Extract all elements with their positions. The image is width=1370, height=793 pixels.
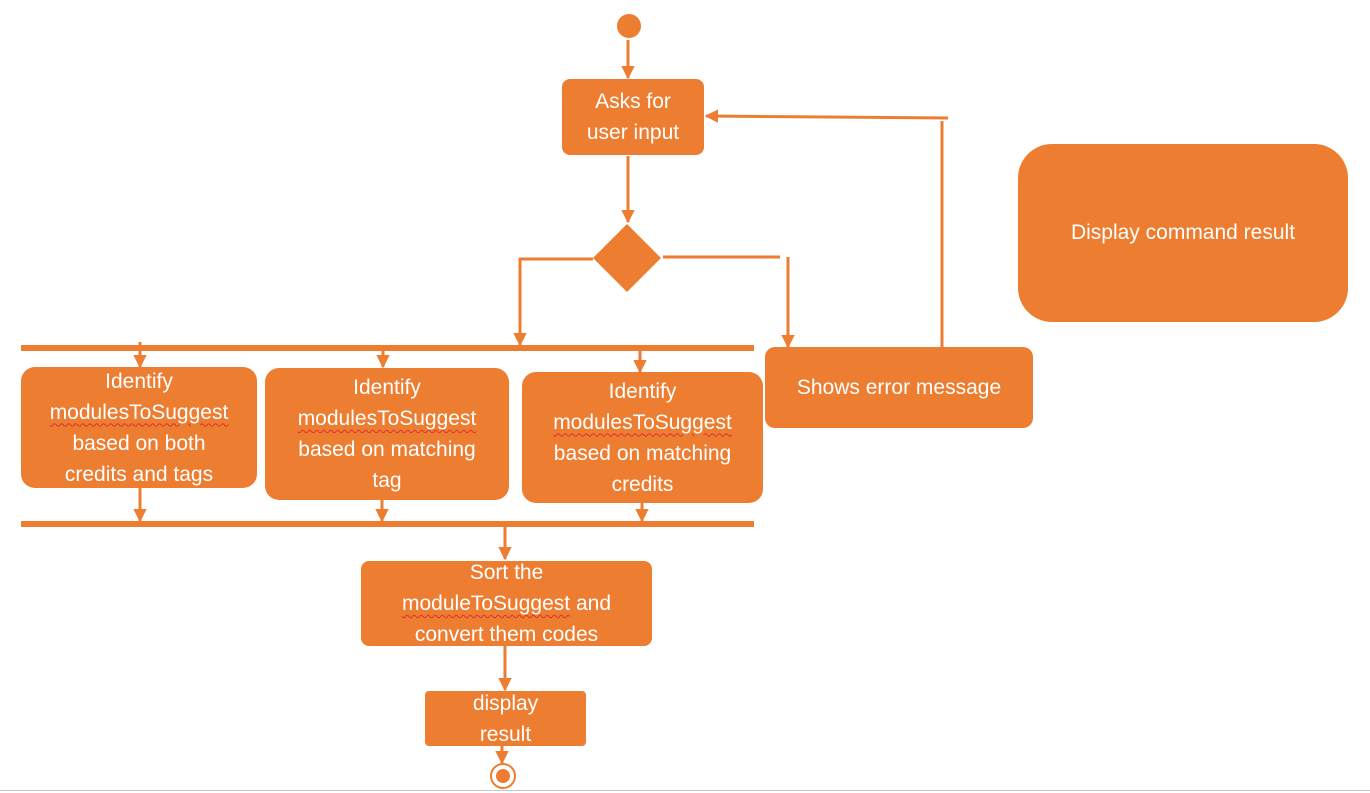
display-command-result-label: Display command result [1070,221,1296,244]
identify-tag-line-2: modulesToSuggest [297,407,477,430]
identify-credits-line-4: credits [611,472,674,496]
identify-credits-line-3: based on matching [553,441,732,465]
sort-convert-line-3: convert them codes [414,623,599,646]
identify-tag-node: Identify modulesToSuggest based on match… [265,368,509,500]
join-bar [21,521,754,527]
identify-both-line-1: Identify [105,369,173,393]
identify-credits-line-2: modulesToSuggest [553,410,732,434]
decision-node [593,224,661,292]
identify-tag-line-4: tag [372,469,402,492]
end-node-inner [496,769,510,783]
identify-both-line-4: credits and tags [64,462,214,486]
sort-convert-squiggle-word: moduleToSuggest [402,592,571,615]
ask-input-line-2: user input [586,121,680,144]
identify-credits-line-1: Identify [608,379,677,403]
identify-credits-node: Identify modulesToSuggest based on match… [522,372,763,503]
sort-convert-node: Sort the moduleToSuggest and convert the… [361,561,652,646]
bottom-rule [0,790,1370,791]
sort-convert-line-1: Sort the [469,561,544,584]
identify-both-node: Identify modulesToSuggest based on both … [21,367,257,488]
display-result-line-2: result [479,722,532,746]
edge-loop-to-ask [704,109,949,123]
error-message-label: Shows error message [796,376,1002,399]
ask-input-node: Asks for user input [562,79,704,155]
sort-convert-line-2-tail: and [570,592,611,615]
start-node [617,14,641,38]
ask-input-line-1: Asks for [595,90,671,113]
identify-both-line-2: modulesToSuggest [49,400,229,424]
identify-both-line-3: based on both [72,431,206,455]
display-result-line-1: display [472,691,539,715]
edge-decision-to-fork [513,257,593,347]
identify-tag-line-3: based on matching [298,438,476,461]
fork-bar [21,345,754,351]
error-message-node: Shows error message [765,347,1033,428]
display-command-result-node: Display command result [1018,144,1348,322]
sort-convert-line-2: moduleToSuggest and [402,588,611,619]
display-result-node: display result [425,691,586,746]
identify-tag-line-1: Identify [353,376,421,399]
